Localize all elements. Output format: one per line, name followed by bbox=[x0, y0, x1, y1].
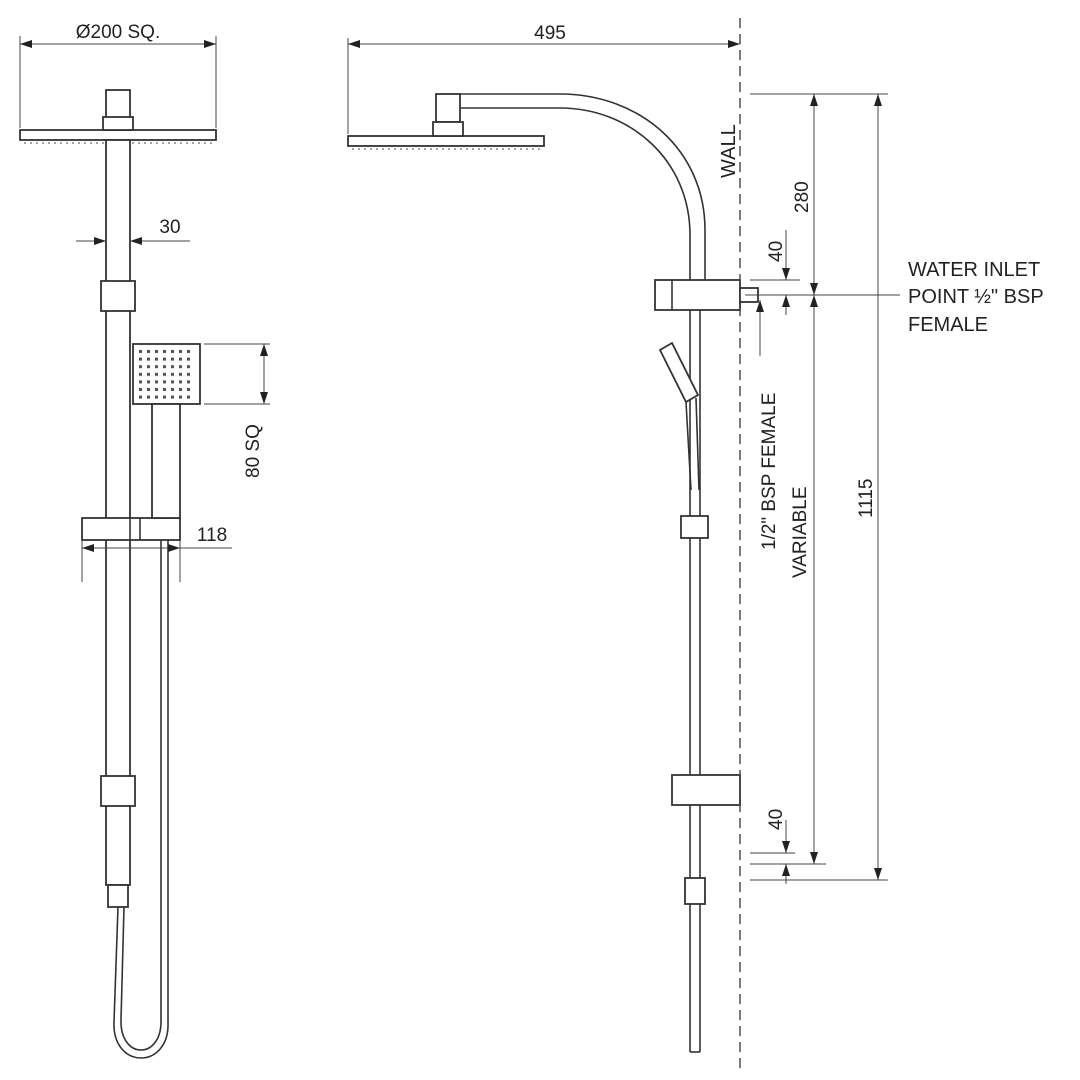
side-shower-arm-outer bbox=[460, 93, 706, 280]
front-swivel-joint bbox=[102, 116, 134, 131]
nozzle-dot bbox=[155, 350, 158, 353]
nozzle-dot bbox=[155, 372, 158, 376]
nozzle-dot bbox=[155, 388, 158, 391]
front-upper-bracket bbox=[100, 280, 136, 312]
nozzle-dot bbox=[163, 350, 166, 353]
nozzle-dot bbox=[155, 365, 158, 369]
nozzle-dot bbox=[139, 350, 142, 353]
front-hose-inner bbox=[120, 540, 162, 1051]
nozzle-dot bbox=[171, 350, 174, 353]
nozzle-dot bbox=[187, 395, 190, 399]
side-shower-head bbox=[347, 135, 545, 147]
wall-label: WALL bbox=[718, 124, 740, 178]
front-hand-shower-head bbox=[132, 343, 201, 405]
nozzle-dot bbox=[163, 388, 166, 391]
side-hand-shower-handle bbox=[685, 401, 692, 491]
nozzle-dot bbox=[163, 365, 166, 369]
side-arm-elbow bbox=[435, 93, 461, 123]
nozzle-dot bbox=[139, 372, 142, 376]
nozzle-dot bbox=[155, 380, 158, 384]
nozzle-dot bbox=[171, 365, 174, 369]
side-shower-arm-inner bbox=[460, 107, 691, 280]
dim-bracket-offset: 118 bbox=[197, 525, 227, 546]
nozzle-dot bbox=[187, 372, 190, 376]
front-slider-holder bbox=[81, 517, 181, 541]
dim-upper-length: 280 bbox=[792, 181, 813, 213]
nozzle-dot bbox=[187, 388, 190, 391]
nozzle-dot bbox=[171, 380, 174, 384]
dim-head-width: Ø200 SQ. bbox=[76, 22, 161, 43]
dim-rail-diameter: 30 bbox=[159, 217, 180, 238]
nozzle-dot bbox=[147, 388, 150, 391]
nozzle-dot bbox=[171, 372, 174, 376]
nozzle-dot bbox=[187, 380, 190, 384]
side-lower-wall-bracket bbox=[671, 774, 741, 806]
side-view: WALL 495 280 40 1/2" BSP FEMALE VA bbox=[347, 18, 1044, 1070]
nozzle-dot bbox=[139, 357, 142, 361]
nozzle-dot bbox=[147, 365, 150, 369]
dim-total-height: 1115 bbox=[856, 479, 877, 518]
nozzle-dot bbox=[179, 350, 182, 353]
front-hose-connector bbox=[107, 884, 129, 908]
dim-inlet-thread: 1/2" BSP FEMALE bbox=[759, 393, 780, 550]
nozzle-dot bbox=[171, 357, 174, 361]
nozzle-dot bbox=[147, 395, 150, 399]
front-shower-head bbox=[19, 129, 217, 141]
nozzle-dot bbox=[179, 380, 182, 384]
nozzle-dot bbox=[139, 380, 142, 384]
dim-arm-reach: 495 bbox=[534, 23, 566, 44]
nozzle-dot bbox=[187, 365, 190, 369]
front-hand-shower-handle bbox=[151, 403, 181, 519]
side-hand-shower-head bbox=[658, 341, 700, 404]
front-view: Ø200 SQ. 30 80 SQ 118 bbox=[19, 22, 270, 1059]
nozzle-dot bbox=[163, 395, 166, 399]
side-upper-wall-bracket bbox=[654, 279, 741, 311]
nozzle-dot bbox=[171, 388, 174, 391]
dim-bottom-offset: 40 bbox=[766, 809, 787, 830]
nozzle-dot bbox=[187, 357, 190, 361]
nozzle-dot bbox=[155, 395, 158, 399]
side-swivel-joint bbox=[432, 121, 464, 137]
nozzle-dot bbox=[155, 357, 158, 361]
dim-top-offset: 40 bbox=[766, 241, 787, 262]
nozzle-dot bbox=[163, 380, 166, 384]
front-riser-rail bbox=[105, 139, 131, 886]
front-hose bbox=[113, 540, 169, 1059]
nozzle-dot bbox=[179, 365, 182, 369]
front-shower-arm-connector bbox=[105, 89, 131, 119]
nozzle-dot bbox=[147, 357, 150, 361]
nozzle-dot bbox=[139, 388, 142, 391]
inlet-note-line-1: WATER INLET bbox=[908, 259, 1040, 281]
nozzle-dot bbox=[163, 357, 166, 361]
nozzle-dot bbox=[179, 357, 182, 361]
dim-hand-shower-size: 80 SQ bbox=[243, 424, 264, 478]
hand-shower-nozzle-grid bbox=[139, 350, 190, 399]
nozzle-dot bbox=[179, 395, 182, 399]
inlet-note-line-3: FEMALE bbox=[908, 314, 988, 336]
nozzle-dot bbox=[147, 350, 150, 353]
nozzle-dot bbox=[187, 350, 190, 353]
front-lower-bracket bbox=[100, 775, 136, 807]
nozzle-dot bbox=[179, 372, 182, 376]
nozzle-dot bbox=[179, 388, 182, 391]
nozzle-dot bbox=[171, 395, 174, 399]
nozzle-dot bbox=[147, 380, 150, 384]
nozzle-dot bbox=[163, 372, 166, 376]
dim-variable: VARIABLE bbox=[790, 486, 811, 578]
side-hose-connector bbox=[684, 877, 706, 905]
side-slider bbox=[680, 515, 709, 539]
nozzle-dot bbox=[139, 365, 142, 369]
inlet-note-line-2: POINT ½" BSP bbox=[908, 286, 1044, 308]
nozzle-dot bbox=[139, 395, 142, 399]
nozzle-dot bbox=[147, 372, 150, 376]
